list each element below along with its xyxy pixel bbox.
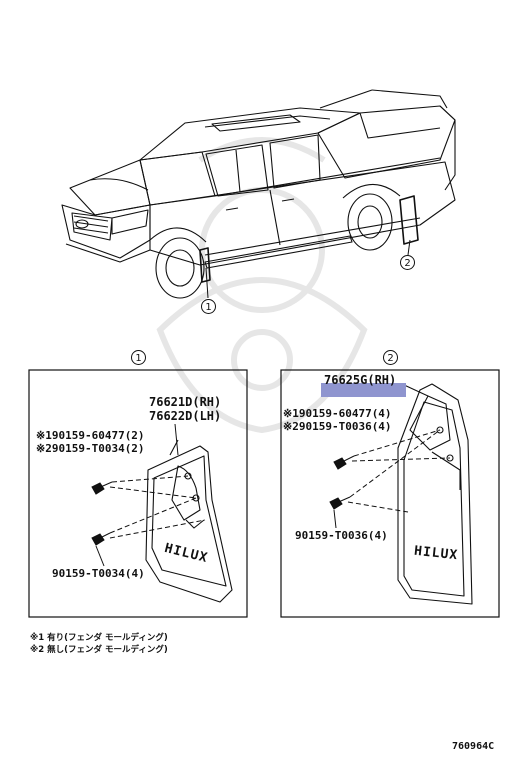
panel1-part-rh: 76621D(RH) — [149, 395, 222, 409]
panel2-leader-screw3 — [333, 509, 337, 529]
panel2-screw1: ※190159-60477(4) — [283, 407, 392, 420]
panel1-leader-screw3 — [95, 545, 105, 567]
note-1: ※1 有り(フェンダ モールディング) — [30, 633, 168, 643]
panel1-screws — [91, 481, 113, 546]
panel1-screw1: ※190159-60477(2) — [36, 429, 145, 442]
leader-rear — [407, 239, 411, 256]
truck-illustration — [61, 89, 456, 299]
callout-front: 1 — [201, 299, 216, 314]
panel1-mudflap — [145, 439, 233, 603]
panel1-screw2: ※290159-T0034(2) — [36, 442, 145, 455]
panel2-part-highlight — [321, 383, 406, 397]
panel1-frame — [28, 369, 248, 618]
panel2-screws — [329, 455, 355, 510]
panel2-leader-part — [401, 383, 429, 397]
panel1-screw3: 90159-T0034(4) — [52, 567, 145, 580]
panel2-part-rh: 76625G(RH) — [324, 373, 397, 387]
panel2-mudflap — [397, 383, 473, 605]
panel2-screw2: ※290159-T0036(4) — [283, 420, 392, 433]
panel1-part-lh: 76622D(LH) — [149, 409, 222, 423]
panel1-number: 1 — [131, 350, 146, 365]
panel2-number: 2 — [383, 350, 398, 365]
note-2: ※2 無し(フェンダ モールディング) — [30, 645, 168, 655]
panel2-screw3: 90159-T0036(4) — [295, 529, 388, 542]
callout-rear: 2 — [400, 255, 415, 270]
panel2-dashed-guides — [347, 429, 451, 513]
figure-id: 760964C — [452, 741, 495, 752]
panel1-leader-part — [174, 423, 179, 456]
panel1-dashed-guides — [109, 475, 206, 539]
panel2-frame — [280, 369, 500, 618]
leader-front — [205, 267, 209, 299]
